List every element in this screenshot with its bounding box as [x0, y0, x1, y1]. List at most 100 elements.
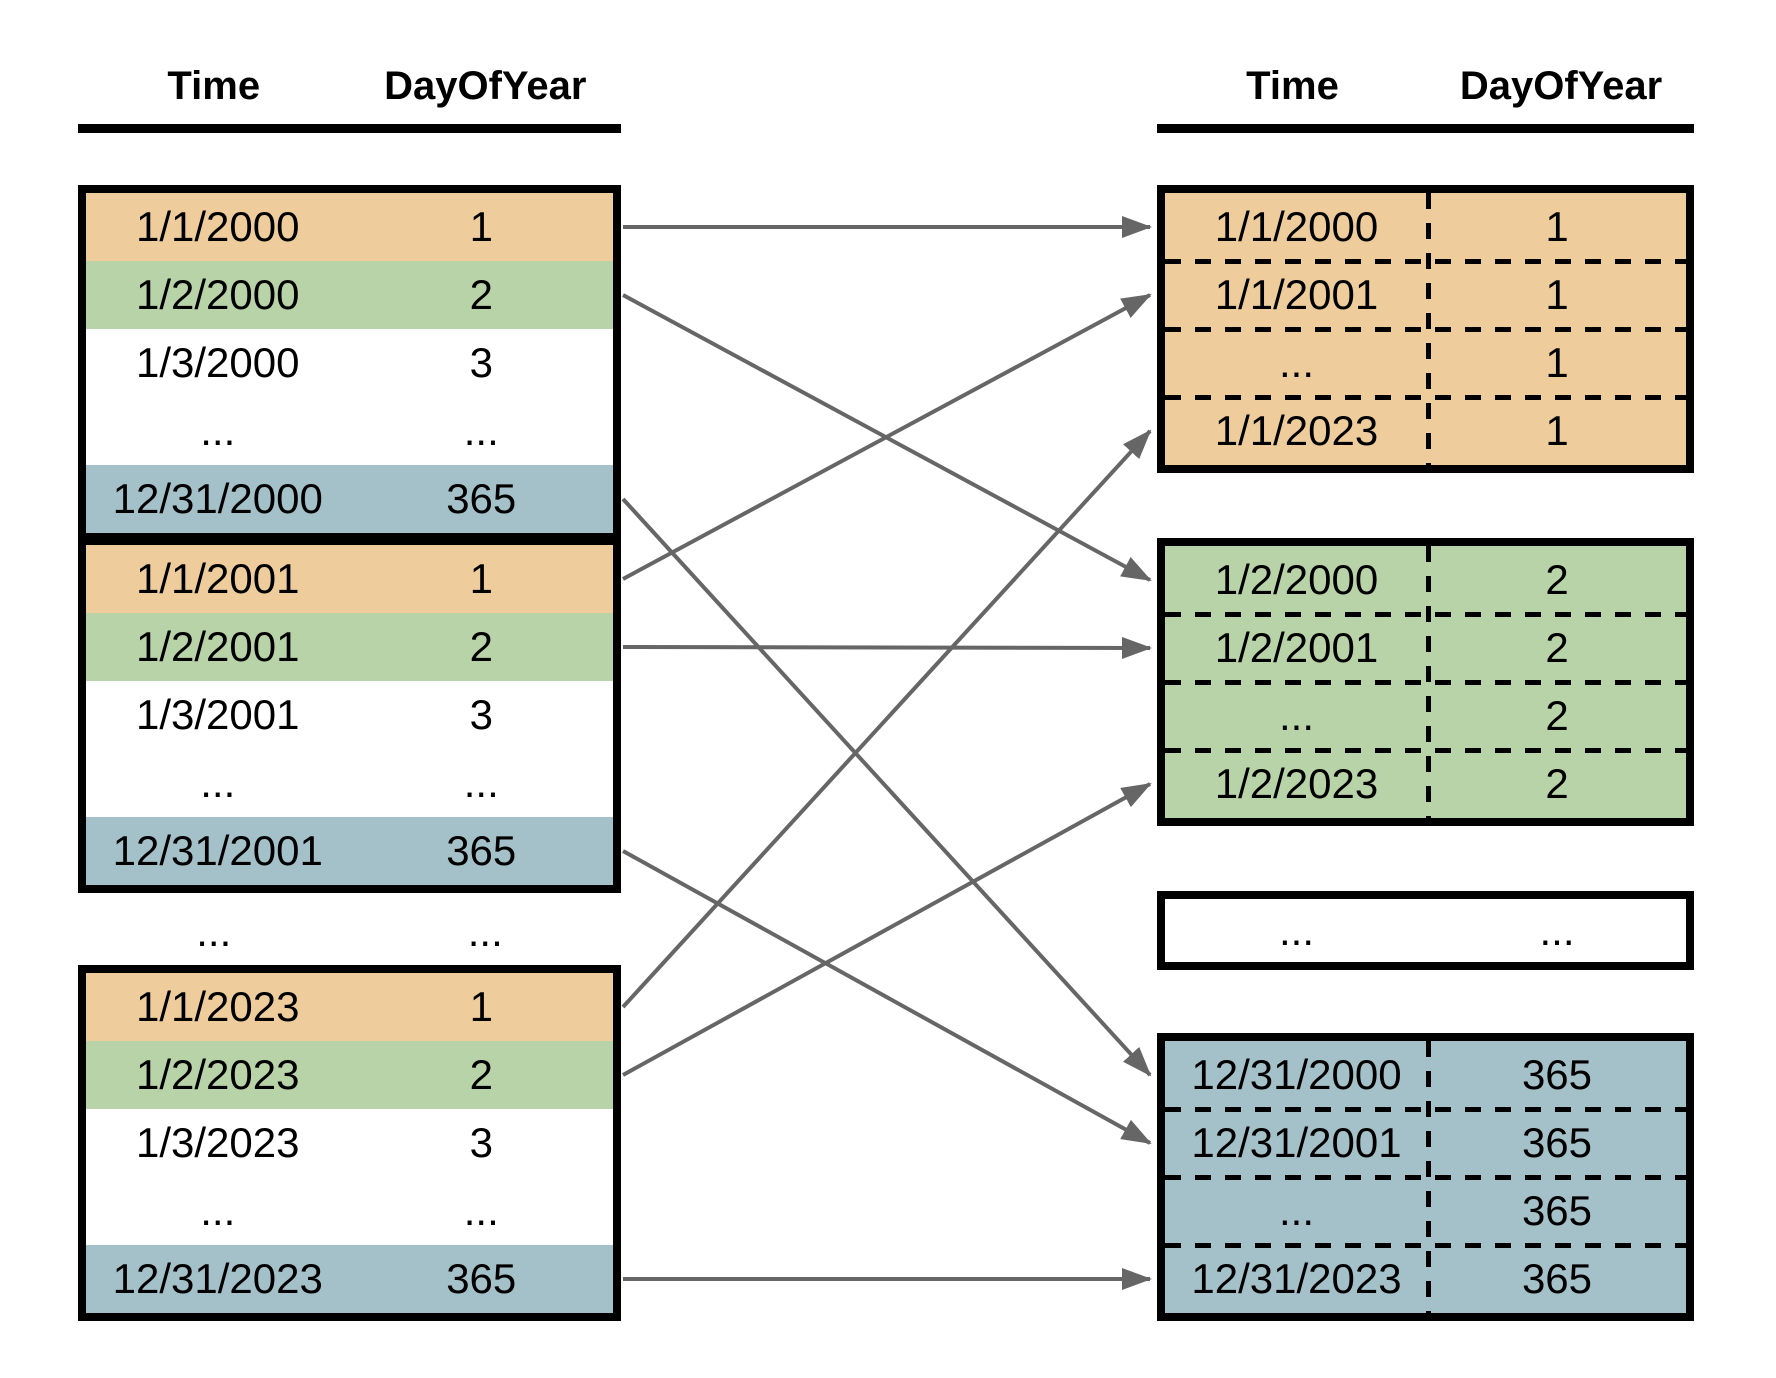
left-header-dayofyear: DayOfYear — [384, 63, 587, 108]
time-cell: 1/2/2001 — [136, 623, 300, 670]
table-row: 12/31/2001 365 — [86, 817, 613, 885]
time-cell: 12/31/2000 — [1191, 1051, 1402, 1098]
table-row: 1/1/2023 1 — [1165, 397, 1686, 465]
right-table-day-365: 12/31/2000 365 12/31/2001 365 ... 365 12… — [1157, 1033, 1694, 1321]
day-cell: 1 — [1545, 407, 1569, 454]
time-cell: ... — [200, 759, 236, 806]
day-cell: 2 — [469, 271, 493, 318]
time-cell: 1/1/2000 — [136, 203, 300, 250]
table-row: 1/2/2001 2 — [86, 613, 613, 681]
left-table-year-2023: 1/1/2023 1 1/2/2023 2 1/3/2023 3 ... ...… — [78, 965, 621, 1321]
time-cell: ... — [1278, 339, 1314, 386]
day-cell: 365 — [1521, 1187, 1593, 1234]
dashed-row-separator — [1165, 259, 1686, 264]
dashed-column-divider — [1426, 546, 1431, 818]
day-cell: 1 — [469, 555, 493, 602]
day-cell: 1 — [1545, 203, 1569, 250]
left-table-year-2000: 1/1/2000 1 1/2/2000 2 1/3/2000 3 ... ...… — [78, 185, 621, 541]
day-cell: 2 — [1545, 692, 1569, 739]
time-cell: ... — [1278, 906, 1314, 954]
day-cell: 1 — [469, 983, 493, 1030]
time-cell: 1/3/2023 — [136, 1119, 300, 1166]
table-row: 1/1/2000 1 — [1165, 193, 1686, 261]
left-column-header: Time DayOfYear — [78, 62, 621, 110]
right-table-ellipsis-group: ... ... — [1157, 891, 1694, 970]
day-cell: 365 — [1521, 1255, 1593, 1302]
time-cell: 1/2/2023 — [1214, 760, 1379, 807]
table-row: 12/31/2000 365 — [86, 465, 613, 533]
table-row: 12/31/2001 365 — [1165, 1109, 1686, 1177]
time-cell: 12/31/2000 — [112, 475, 323, 522]
time-cell: ... — [200, 407, 236, 454]
right-header-dayofyear: DayOfYear — [1459, 63, 1663, 108]
time-cell: 1/2/2001 — [1214, 624, 1379, 671]
time-cell: 1/1/2000 — [1214, 203, 1379, 250]
time-cell: 1/1/2023 — [136, 983, 300, 1030]
day-cell: ... — [463, 407, 499, 454]
mapping-arrow — [621, 429, 1152, 1009]
table-row-ellipsis: ... ... — [86, 1177, 613, 1245]
mapping-arrow — [622, 636, 1152, 659]
dashed-row-separator — [1165, 612, 1686, 617]
time-cell: ... — [200, 1187, 236, 1234]
table-row: 1/3/2001 3 — [86, 681, 613, 749]
day-cell: 2 — [1545, 760, 1569, 807]
time-cell: 1/2/2000 — [1214, 556, 1379, 603]
mapping-arrow — [622, 849, 1152, 1145]
table-row-ellipsis: ... ... — [86, 749, 613, 817]
table-row: 1/2/2000 2 — [1165, 546, 1686, 614]
left-table-year-2001: 1/1/2001 1 1/2/2001 2 1/3/2001 3 ... ...… — [78, 537, 621, 893]
table-row: 1/2/2023 2 — [1165, 750, 1686, 818]
dashed-column-divider — [1426, 1041, 1431, 1313]
time-cell: 1/2/2000 — [136, 271, 300, 318]
day-cell: ... — [467, 908, 503, 955]
day-cell: 3 — [469, 1119, 493, 1166]
table-row: 1/1/2023 1 — [86, 973, 613, 1041]
time-cell: ... — [1278, 1187, 1314, 1234]
table-row-ellipsis: ... ... — [1165, 899, 1686, 962]
table-row: 1/1/2001 1 — [1165, 261, 1686, 329]
day-cell: ... — [463, 1187, 499, 1234]
day-cell: 1 — [1545, 339, 1569, 386]
table-row: 1/3/2023 3 — [86, 1109, 613, 1177]
table-row-ellipsis: ... 1 — [1165, 329, 1686, 397]
time-cell: 12/31/2023 — [112, 1255, 323, 1302]
table-row: 12/31/2023 365 — [1165, 1245, 1686, 1313]
table-row: 12/31/2000 365 — [1165, 1041, 1686, 1109]
left-header-underline — [78, 124, 621, 133]
day-cell: 1 — [469, 203, 493, 250]
dashed-row-separator — [1165, 748, 1686, 753]
right-table-day-1: 1/1/2000 1 1/1/2001 1 ... 1 1/1/2023 1 — [1157, 185, 1694, 473]
table-row-ellipsis: ... 365 — [1165, 1177, 1686, 1245]
time-cell: ... — [196, 908, 232, 955]
mapping-arrow — [622, 782, 1152, 1077]
day-cell: 2 — [469, 623, 493, 670]
table-row: 1/1/2000 1 — [86, 193, 613, 261]
day-cell: 2 — [469, 1051, 493, 1098]
table-row-ellipsis: ... 2 — [1165, 682, 1686, 750]
right-header-time: Time — [1246, 63, 1339, 108]
dashed-row-separator — [1165, 1107, 1686, 1112]
table-row-ellipsis: ... ... — [86, 397, 613, 465]
table-row: 1/2/2023 2 — [86, 1041, 613, 1109]
day-cell: 2 — [1545, 556, 1569, 603]
day-cell: 365 — [446, 1255, 517, 1302]
day-cell: 1 — [1545, 271, 1569, 318]
left-header-time: Time — [167, 63, 261, 108]
time-cell: ... — [1278, 692, 1314, 739]
day-cell: 365 — [446, 475, 517, 522]
day-cell: 2 — [1545, 624, 1569, 671]
table-row: 1/2/2000 2 — [86, 261, 613, 329]
time-cell: 1/2/2023 — [136, 1051, 300, 1098]
dashed-row-separator — [1165, 327, 1686, 332]
table-row: 1/1/2001 1 — [86, 545, 613, 613]
day-cell: 365 — [1521, 1119, 1593, 1166]
right-header-underline — [1157, 124, 1694, 133]
mapping-arrow — [621, 497, 1152, 1077]
day-cell: ... — [463, 759, 499, 806]
dashed-row-separator — [1165, 1243, 1686, 1248]
mapping-arrow — [622, 293, 1152, 581]
time-cell: 12/31/2001 — [1191, 1119, 1402, 1166]
time-cell: 1/1/2001 — [136, 555, 300, 602]
